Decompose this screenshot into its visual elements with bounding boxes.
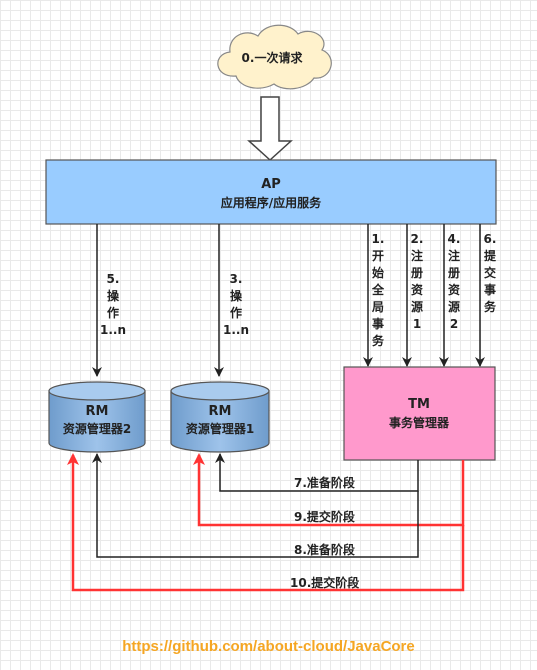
edge-commit-rm1 xyxy=(193,453,465,527)
label-op-rm1-num: 3. xyxy=(229,272,243,286)
label-reg2-text: 注册资源2 xyxy=(447,249,460,331)
label-begin-num: 1. xyxy=(371,232,385,246)
edge-prepare-rm2 xyxy=(92,453,419,558)
ap-subtitle: 应用程序/应用服务 xyxy=(221,195,322,210)
label-op-rm1-suffix: 1..n xyxy=(222,323,249,337)
label-op-rm1: 3. 操作 1..n xyxy=(221,271,251,339)
tm-title: TM xyxy=(408,397,430,412)
label-op-rm1-text: 操作 xyxy=(229,289,242,320)
label-reg1-text: 注册资源1 xyxy=(410,249,423,331)
request-arrow xyxy=(247,96,293,162)
label-begin: 1. 开始全局事务 xyxy=(370,231,386,350)
label-reg2: 4. 注册资源2 xyxy=(446,231,462,333)
label-prepare-rm1: 7.准备阶段 xyxy=(294,476,355,490)
edge-commit-rm2 xyxy=(67,453,465,592)
label-commit-num: 6. xyxy=(483,232,497,246)
tm-subtitle: 事务管理器 xyxy=(389,415,450,430)
label-reg1-num: 2. xyxy=(410,232,424,246)
rm2-subtitle: 资源管理器2 xyxy=(63,421,131,436)
label-commit-rm2: 10.提交阶段 xyxy=(290,576,360,590)
rm1-cylinder: RM 资源管理器1 xyxy=(170,381,270,453)
tm-box: TM 事务管理器 xyxy=(343,366,496,461)
label-commit: 6. 提交事务 xyxy=(482,231,498,316)
request-cloud: 0.一次请求 xyxy=(217,24,332,90)
label-op-rm2: 5. 操作 1..n xyxy=(98,271,128,339)
label-commit-text: 提交事务 xyxy=(483,249,496,314)
rm1-subtitle: 资源管理器1 xyxy=(186,421,254,436)
label-op-rm2-suffix: 1..n xyxy=(99,323,126,337)
label-prepare-rm2: 8.准备阶段 xyxy=(294,543,355,557)
label-reg2-num: 4. xyxy=(447,232,461,246)
label-commit-rm1: 9.提交阶段 xyxy=(294,510,355,524)
ap-title: AP xyxy=(261,177,281,192)
footer-url[interactable]: https://github.com/about-cloud/JavaCore xyxy=(122,638,415,655)
rm1-title: RM xyxy=(209,404,232,419)
label-op-rm2-num: 5. xyxy=(106,272,120,286)
rm2-title: RM xyxy=(86,404,109,419)
ap-box: AP 应用程序/应用服务 xyxy=(45,159,497,225)
rm2-cylinder: RM 资源管理器2 xyxy=(48,381,146,453)
edge-prepare-rm1 xyxy=(215,453,419,492)
label-op-rm2-text: 操作 xyxy=(106,289,119,320)
label-begin-text: 开始全局事务 xyxy=(371,249,384,348)
request-label: 0.一次请求 xyxy=(242,50,304,65)
label-reg1: 2. 注册资源1 xyxy=(409,231,425,333)
